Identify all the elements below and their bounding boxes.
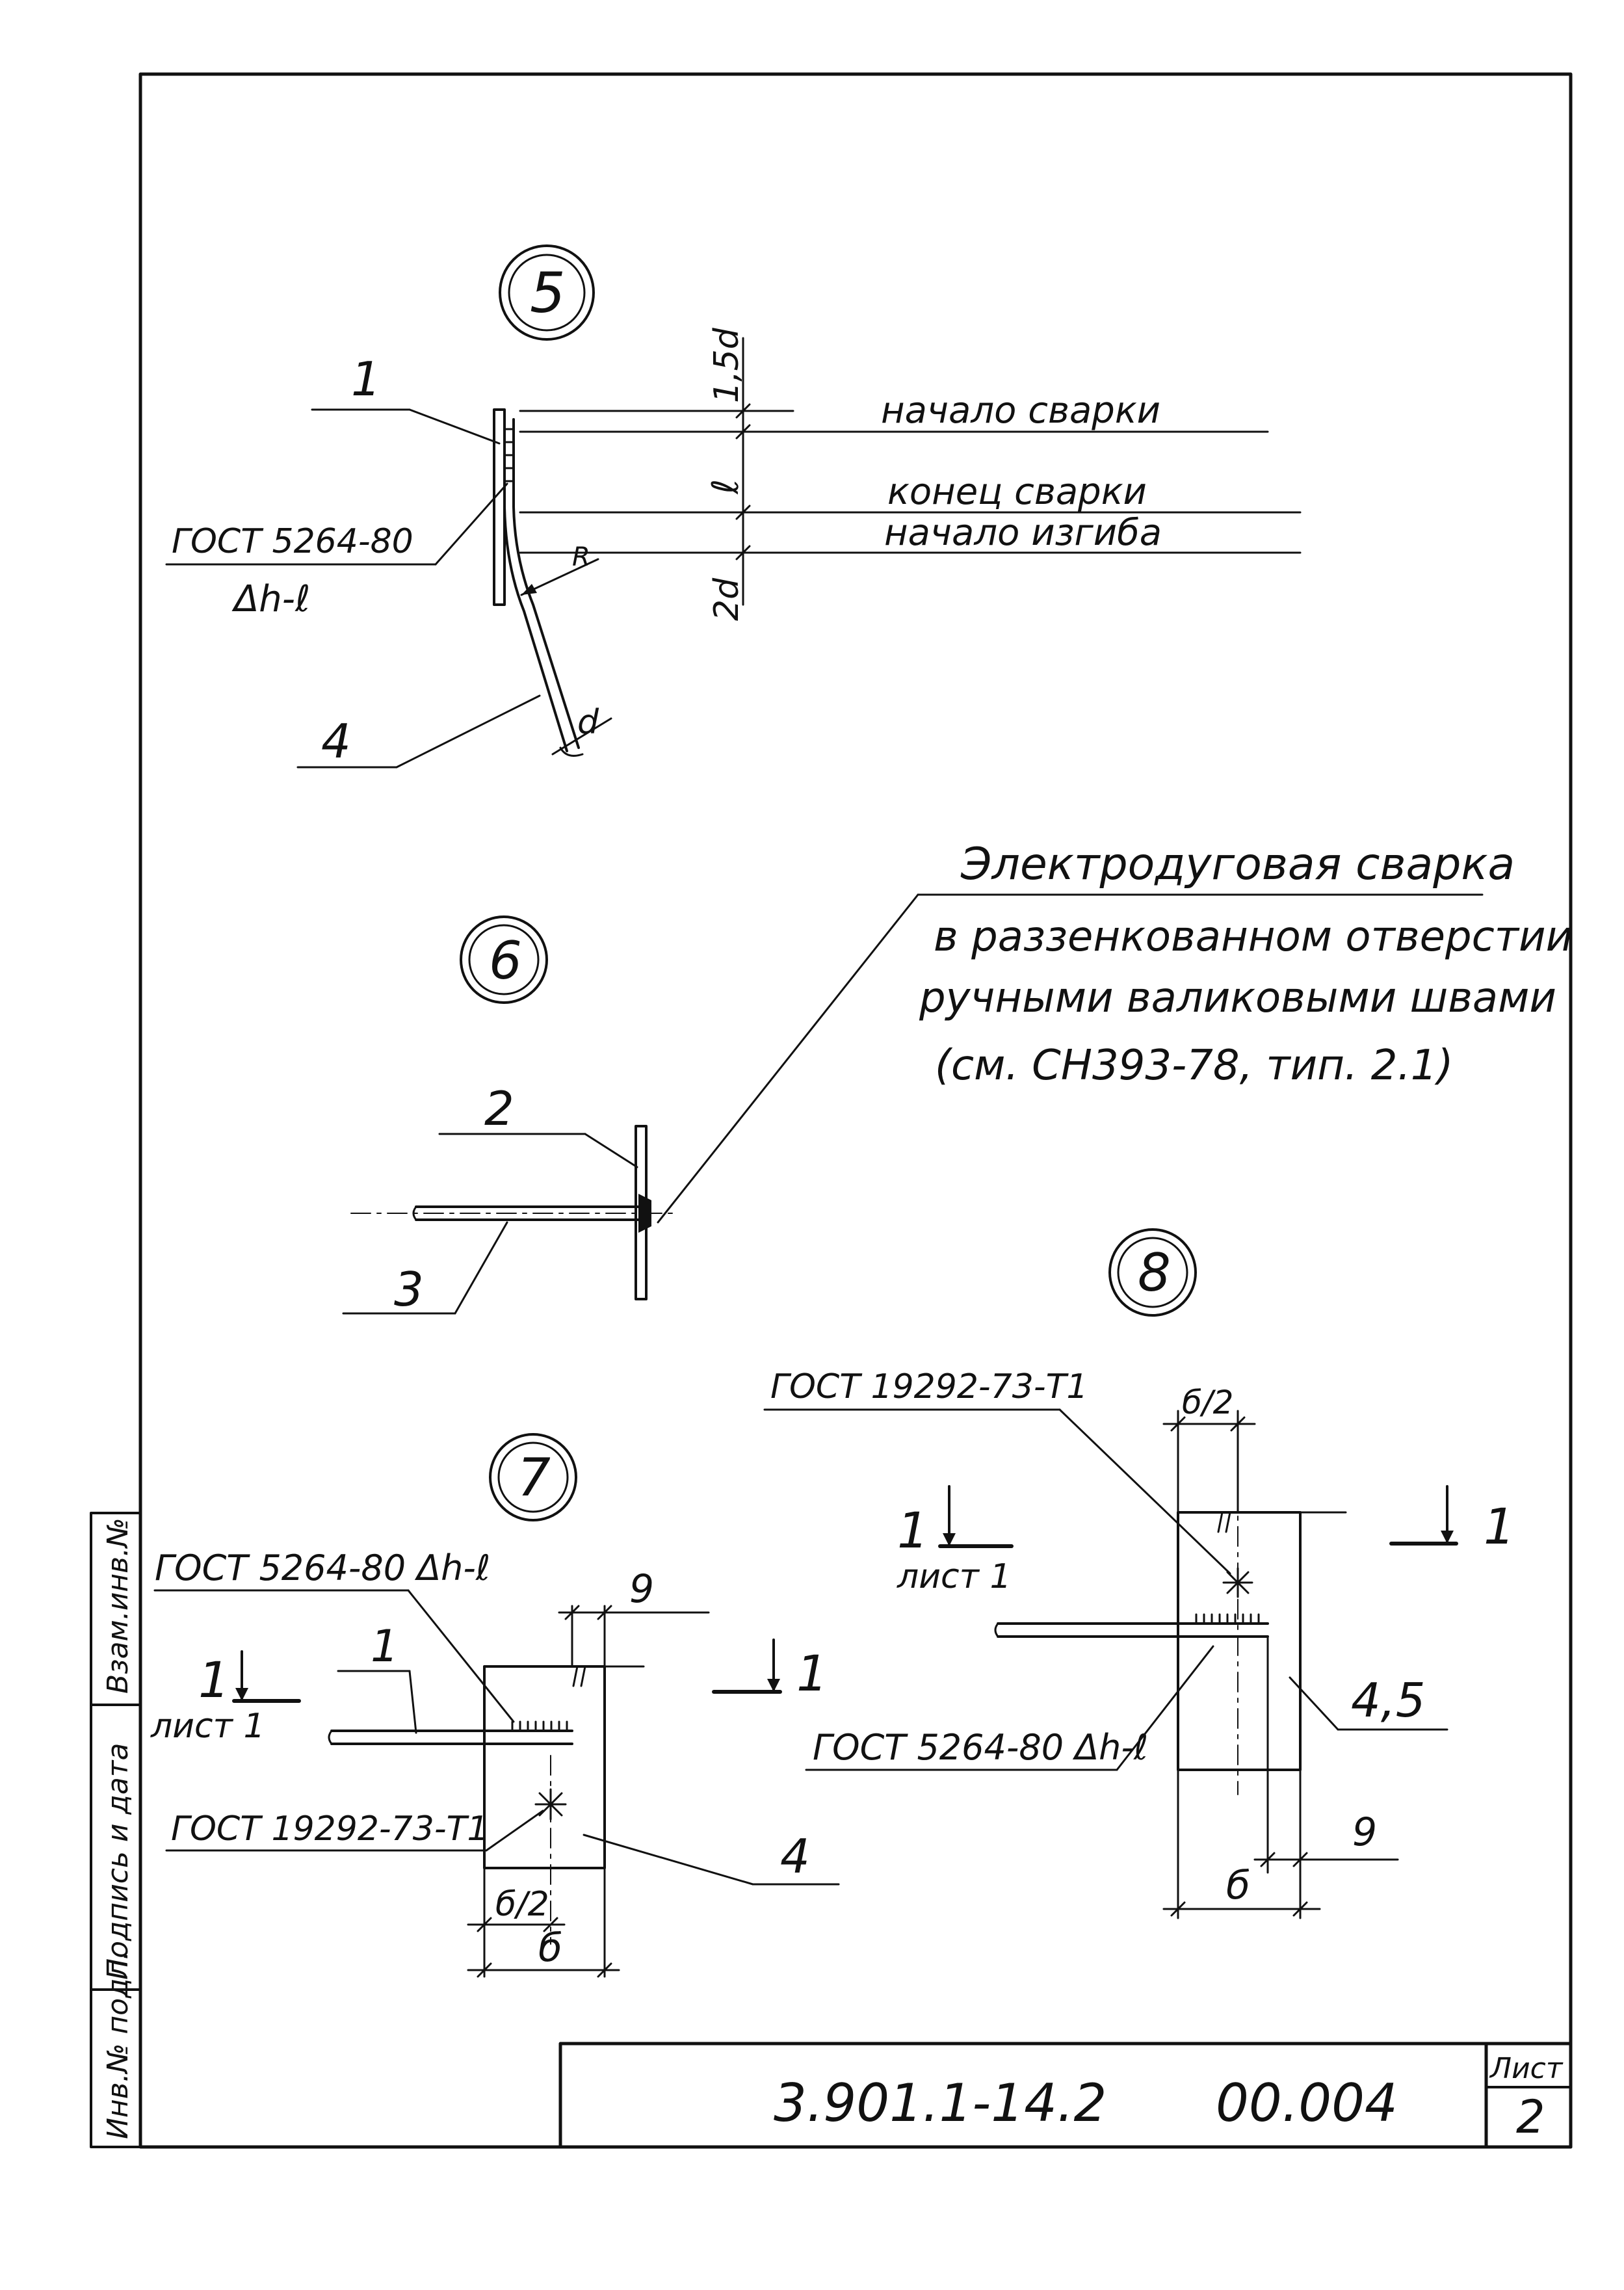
note-start-weld: начало сварки: [881, 389, 1160, 432]
detail-6-label-2: 2: [484, 1081, 514, 1136]
detail-7-gost-bottom: ГОСТ 19292-73-Т1: [171, 1810, 488, 1849]
stamp-signature-date: Подпись и дата: [101, 1743, 135, 1980]
detail-6-number: 6: [489, 930, 522, 991]
weld-note: Электродуговая сварка в раззенкованном о…: [657, 839, 1573, 1224]
sheet-label: Лист: [1489, 2052, 1564, 2085]
detail-7: 7 1 лист 1 1 ГОСТ 5264-80 Δh-ℓ 1 ГОСТ 19…: [150, 1433, 840, 1978]
detail-8-dim-b-half: б/2: [1182, 1384, 1234, 1421]
title-block: 3.901.1-14.2 00.004 Лист 2: [558, 2042, 1573, 2149]
detail-6-label-3: 3: [394, 1262, 424, 1317]
detail-8-section-sheet: лист 1: [897, 1557, 1012, 1596]
detail-8-label-4-5: 4,5: [1351, 1673, 1426, 1728]
weld-note-line2: в раззенкованном отверстии: [934, 913, 1573, 961]
detail-8: 8 ГОСТ 19292-73-Т1 ГОСТ 5264-80 Δh-ℓ 4,5…: [763, 1228, 1515, 1919]
detail-7-dim-b: б: [538, 1925, 562, 1971]
dim-radius: R: [572, 542, 590, 572]
detail-7-dim-b-half: б/2: [495, 1885, 549, 1924]
dim-bar-diameter: d: [577, 703, 599, 742]
detail-8-dim-b: б: [1226, 1863, 1250, 1908]
note-end-weld: конец сварки: [887, 471, 1147, 513]
detail-7-number: 7: [517, 1447, 551, 1508]
detail-5-label-1: 1: [351, 352, 381, 406]
detail-7-section-mark-right: 1: [796, 1644, 828, 1702]
detail-5: 5 1,5d ℓ 2d начало сварки конец сварки н…: [165, 244, 1302, 769]
detail-7-section-mark: 1: [198, 1651, 229, 1709]
dim-l: ℓ: [705, 479, 747, 495]
detail-8-section-mark-right: 1: [1484, 1497, 1515, 1555]
doc-number: 00.004: [1216, 2073, 1398, 2133]
detail-8-gost-bottom: ГОСТ 5264-80 Δh-ℓ: [813, 1727, 1148, 1768]
detail-8-gost-top: ГОСТ 19292-73-Т1: [770, 1367, 1088, 1406]
detail-5-gost: ГОСТ 5264-80: [172, 522, 413, 561]
detail-6: 6 2 3: [342, 915, 677, 1317]
detail-7-gost-top: ГОСТ 5264-80 Δh-ℓ: [155, 1547, 490, 1588]
detail-7-label-4: 4: [780, 1829, 810, 1884]
doc-code: 3.901.1-14.2: [774, 2073, 1107, 2133]
dim-1-5d: 1,5d: [707, 327, 746, 403]
detail-5-number: 5: [530, 261, 566, 326]
stamp-original-inv: Инв.№ подл.: [101, 1951, 135, 2139]
weld-note-line3: ручными валиковыми швами: [919, 974, 1556, 1022]
detail-7-dim-9: 9: [629, 1566, 654, 1612]
weld-note-title: Электродуговая сварка: [960, 839, 1515, 890]
detail-8-section-mark: 1: [897, 1501, 928, 1559]
detail-5-label-4: 4: [321, 714, 351, 769]
detail-8-number: 8: [1138, 1243, 1171, 1303]
stamp-replace-inv: Взам.инв.№: [101, 1518, 135, 1694]
detail-5-weld-symbol: Δh-ℓ: [231, 578, 310, 620]
detail-8-dim-9: 9: [1352, 1810, 1377, 1855]
detail-7-section-sheet: лист 1: [150, 1707, 265, 1746]
dim-2d: 2d: [707, 577, 746, 621]
note-start-bend: начало изгиба: [884, 512, 1162, 554]
sheet-number: 2: [1516, 2090, 1545, 2144]
weld-note-line4: (см. СН393-78, тип. 2.1): [935, 1042, 1453, 1090]
detail-7-label-1: 1: [371, 1621, 399, 1672]
side-stamp: Взам.инв.№ Подпись и дата Инв.№ подл.: [90, 1512, 142, 2148]
